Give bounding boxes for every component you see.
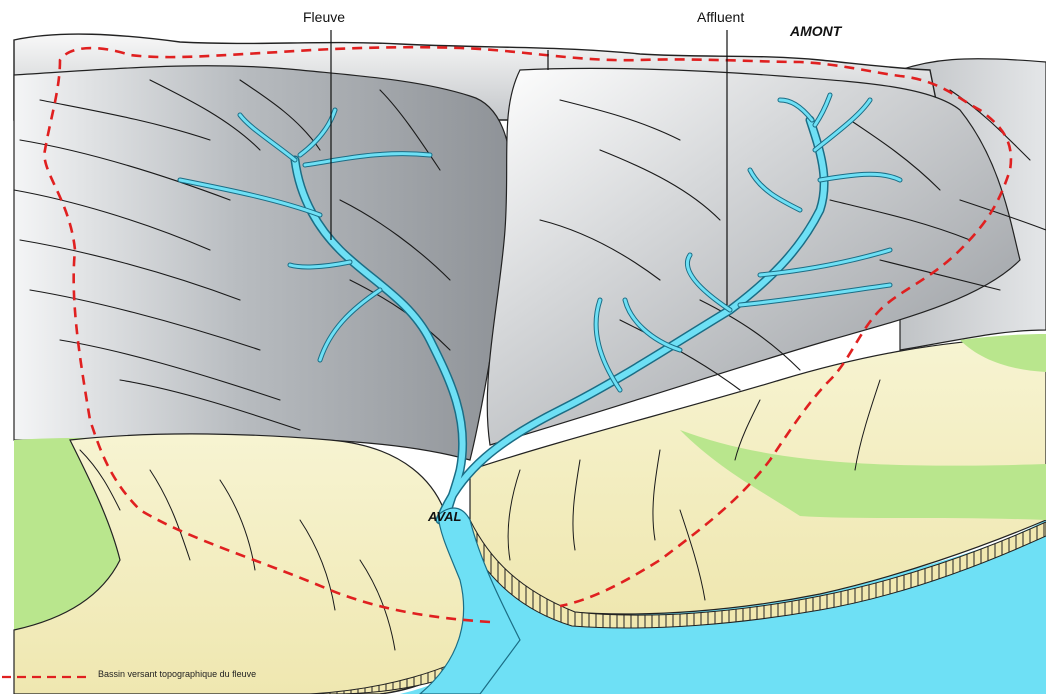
fleuve-label: Fleuve bbox=[303, 9, 345, 25]
amont-label: AMONT bbox=[790, 23, 841, 39]
legend-text: Bassin versant topographique du fleuve bbox=[98, 669, 256, 679]
aval-label: AVAL bbox=[428, 509, 461, 524]
left-mountain bbox=[14, 66, 512, 460]
affluent-label: Affluent bbox=[697, 9, 744, 25]
